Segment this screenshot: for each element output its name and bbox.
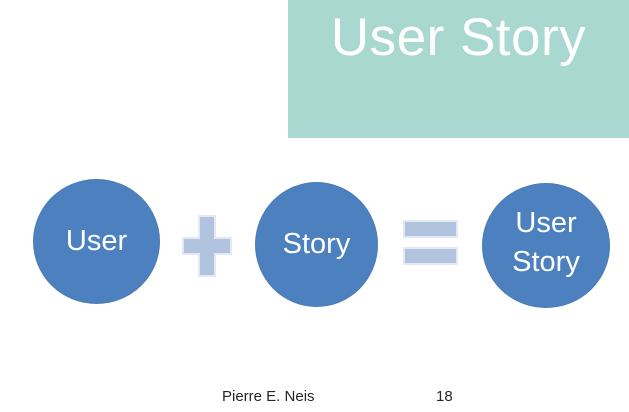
circle-user-story: User Story <box>482 183 610 308</box>
equals-icon <box>403 220 458 265</box>
result-line-1: User <box>515 206 577 239</box>
circle-story-label: Story <box>282 228 351 260</box>
footer-author: Pierre E. Neis <box>222 388 315 405</box>
circle-user-story-label: User Story <box>512 204 580 282</box>
plus-icon <box>182 215 232 277</box>
result-line-2: Story <box>512 245 580 278</box>
circle-story: Story <box>255 182 378 307</box>
circle-user-label: User <box>65 225 128 257</box>
slide-title: User Story <box>330 8 587 67</box>
page-number: 18 <box>436 388 453 405</box>
circle-user: User <box>33 179 160 304</box>
title-banner: User Story <box>288 0 629 138</box>
